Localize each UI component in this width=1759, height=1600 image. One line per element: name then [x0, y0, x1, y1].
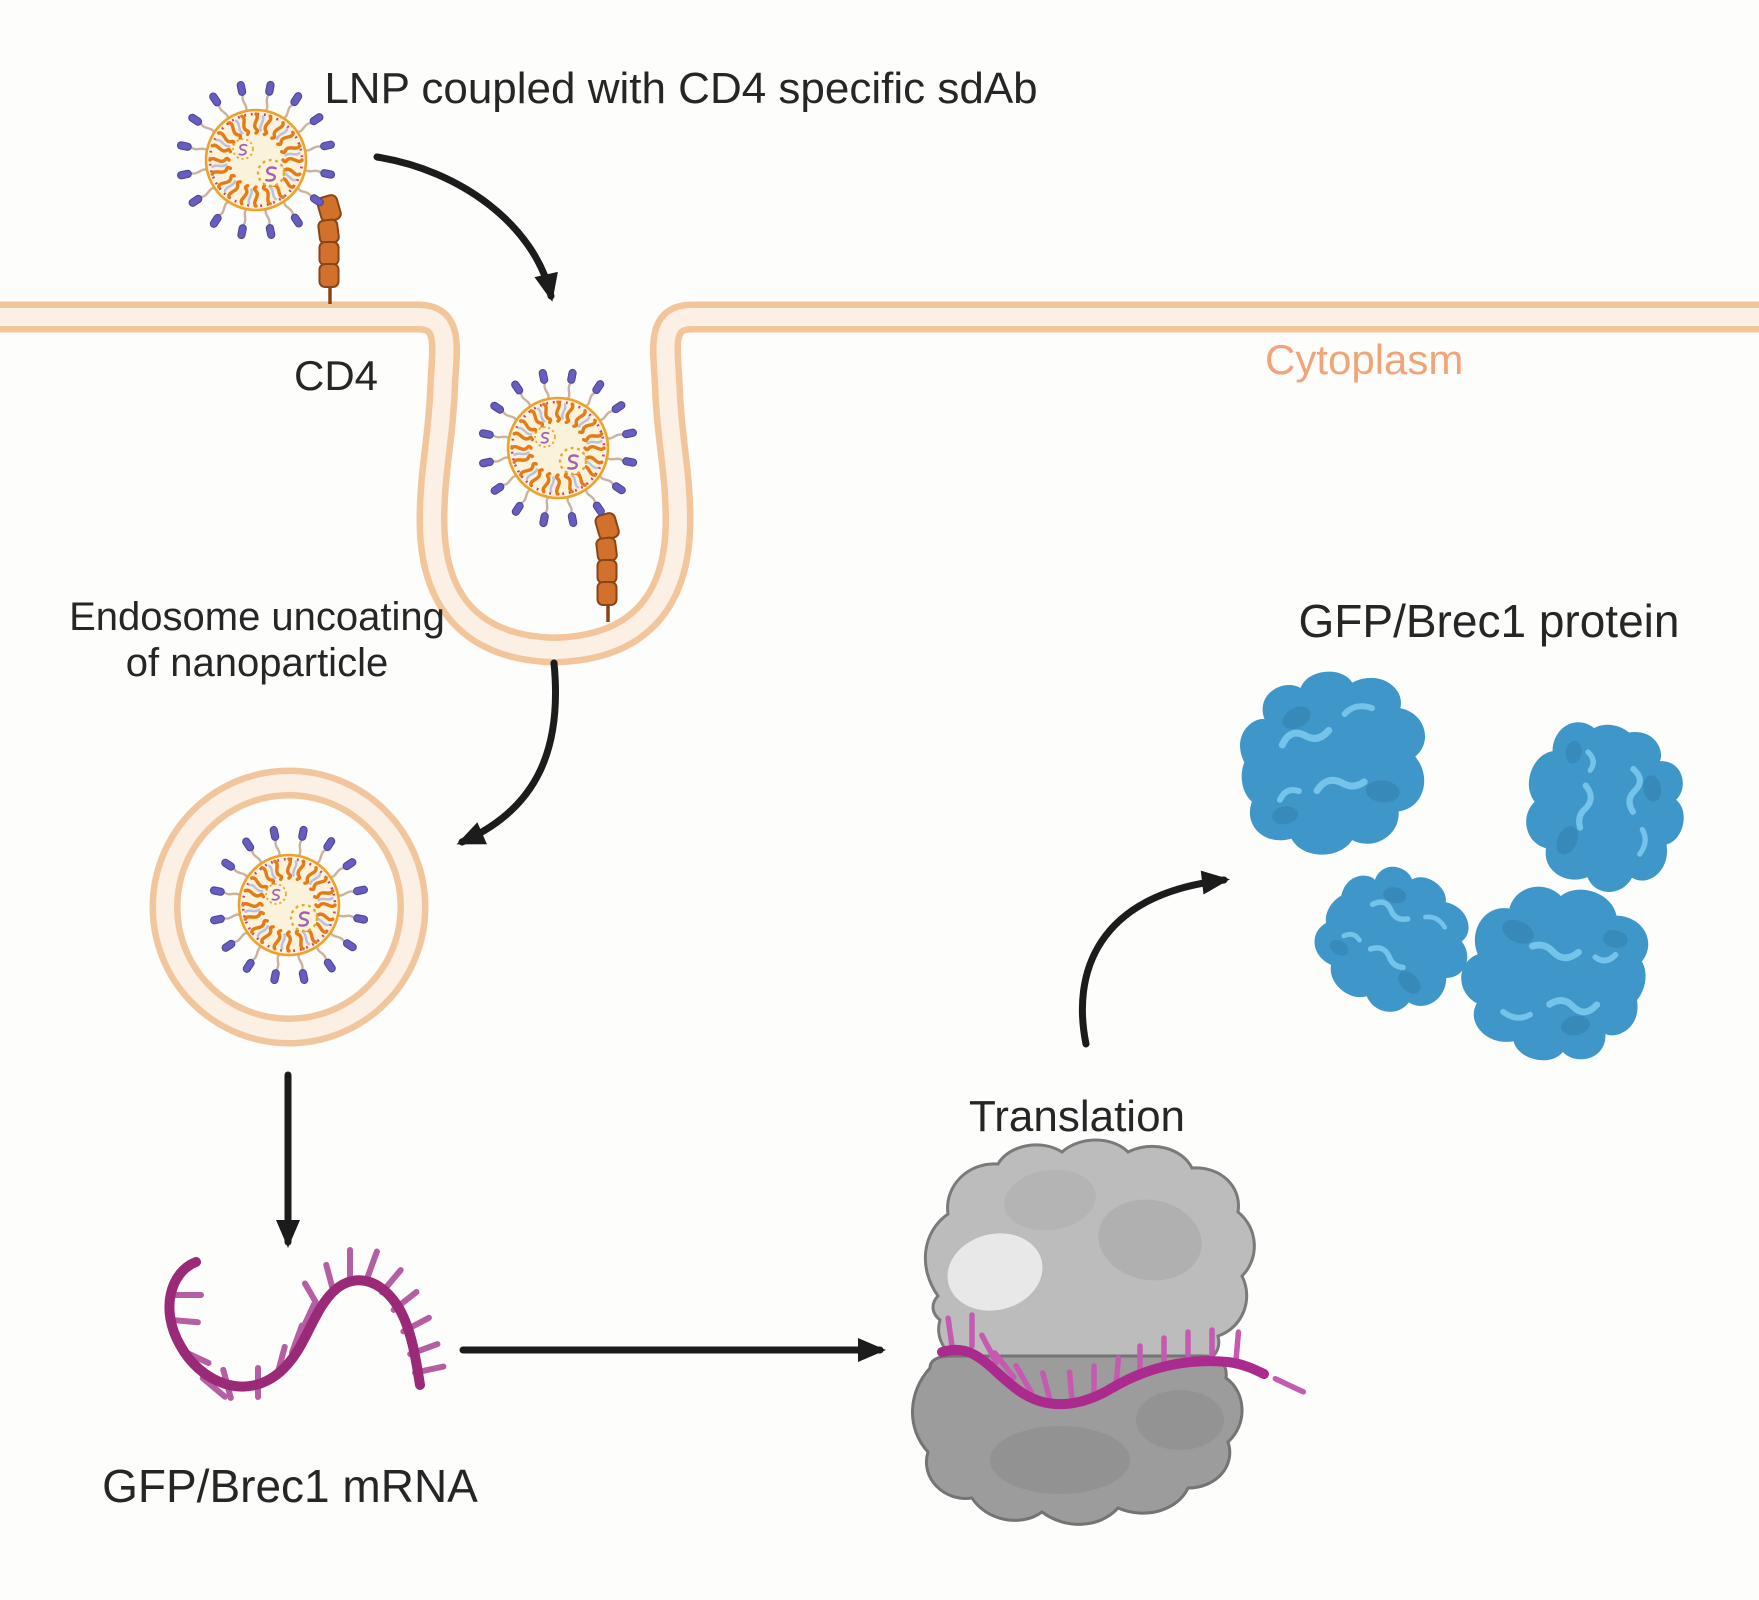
- cd4-receptor-on-membrane: [314, 191, 344, 306]
- cd4-label: CD4: [294, 352, 378, 399]
- cd4-receptor-in-pit: [592, 509, 622, 624]
- arrow-translation-to-protein: [1078, 870, 1230, 1048]
- gfp-brec1-protein-blob: [1512, 712, 1698, 902]
- ribosome-mrna: [937, 1315, 1303, 1410]
- lnp-particle-free: [177, 81, 335, 239]
- lnp-particle-endocytosed: [479, 369, 637, 527]
- arrow-endocytosis: [373, 153, 558, 302]
- arrows: [276, 153, 1230, 1362]
- lnp-particle-in-endosome: [210, 826, 368, 984]
- title: LNP coupled with CD4 specific sdAb: [324, 64, 1037, 113]
- ribosome: [911, 1138, 1303, 1526]
- protein-label: GFP/Brec1 protein: [1299, 595, 1680, 647]
- arrow-to-endosome: [456, 659, 560, 846]
- endosome-vesicle: [149, 767, 429, 1047]
- gfp-brec1-protein-blob: [1449, 871, 1659, 1076]
- cytoplasm-label: Cytoplasm: [1265, 336, 1463, 383]
- gfp-brec1-protein-blob: [1228, 659, 1439, 865]
- mrna-label: GFP/Brec1 mRNA: [102, 1460, 478, 1512]
- translation-label: Translation: [969, 1092, 1185, 1141]
- gfp-brec1-protein-blob: [1296, 842, 1495, 1039]
- mrna-strand: [164, 1250, 443, 1398]
- endosome-label-line2: of nanoparticle: [126, 641, 388, 685]
- endosome-label-line1: Endosome uncoating: [69, 595, 445, 639]
- protein-cluster: [1228, 659, 1697, 1076]
- cell-membrane: [0, 301, 1759, 666]
